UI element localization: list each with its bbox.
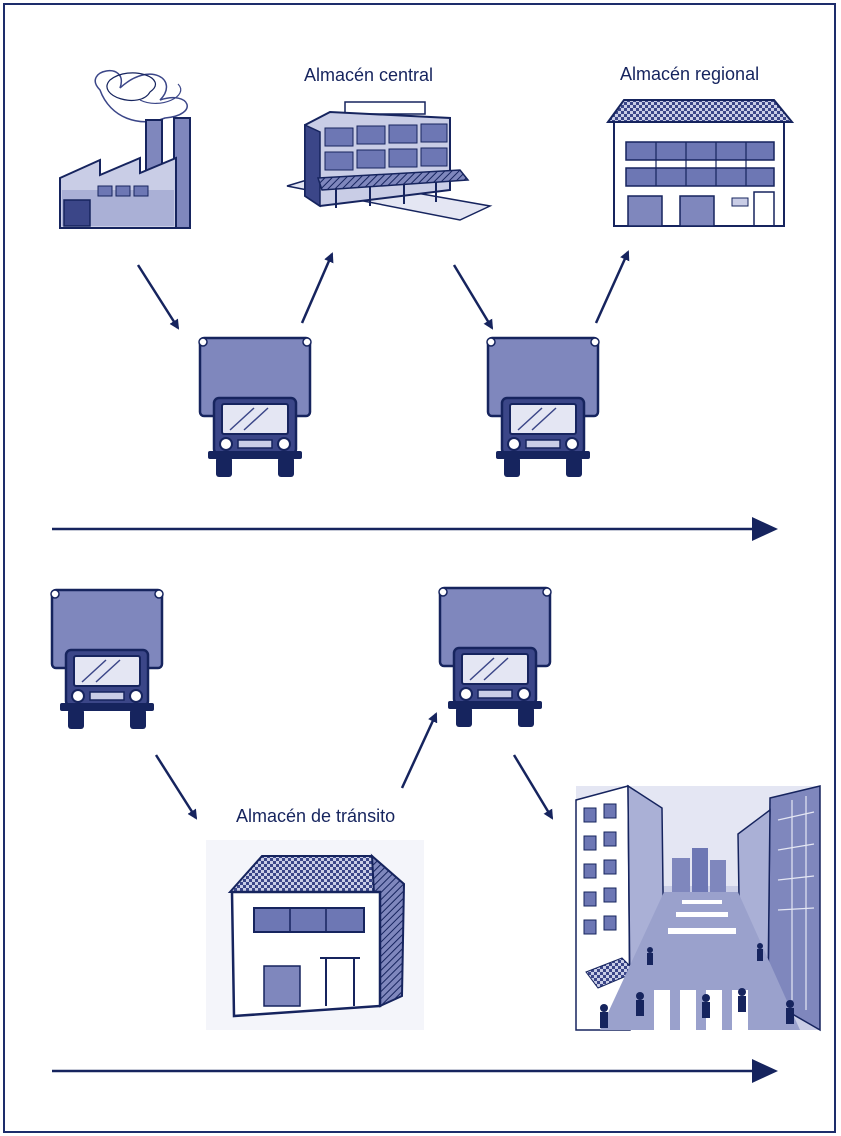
truck-icon — [487, 338, 599, 477]
truck-icon — [51, 590, 163, 729]
central-warehouse-icon — [287, 102, 490, 220]
truck-icon — [439, 588, 551, 727]
flow-arrows-row-1 — [138, 252, 628, 328]
flow-arrows-row-2 — [156, 714, 552, 818]
regional-warehouse-icon — [608, 100, 792, 226]
arrow-factory-to-truck-1 — [138, 265, 178, 328]
arrow-truck-4-to-city — [514, 755, 552, 818]
central-warehouse-label: Almacén central — [304, 65, 433, 85]
arrow-transit-to-truck-4 — [402, 714, 436, 788]
timeline-arrowhead-row-1 — [752, 517, 778, 541]
timeline-arrowhead-row-2 — [752, 1059, 778, 1083]
arrow-truck-3-to-transit — [156, 755, 196, 818]
truck-icon — [199, 338, 311, 477]
regional-warehouse-label: Almacén regional — [620, 64, 759, 84]
factory-icon — [60, 71, 190, 228]
city-street-icon — [576, 786, 820, 1030]
arrow-truck-2-to-regional — [596, 252, 628, 323]
transit-warehouse-label: Almacén de tránsito — [236, 806, 395, 826]
arrow-central-to-truck-2 — [454, 265, 492, 328]
arrow-truck-1-to-central — [302, 254, 332, 323]
transit-warehouse-icon — [206, 840, 424, 1030]
